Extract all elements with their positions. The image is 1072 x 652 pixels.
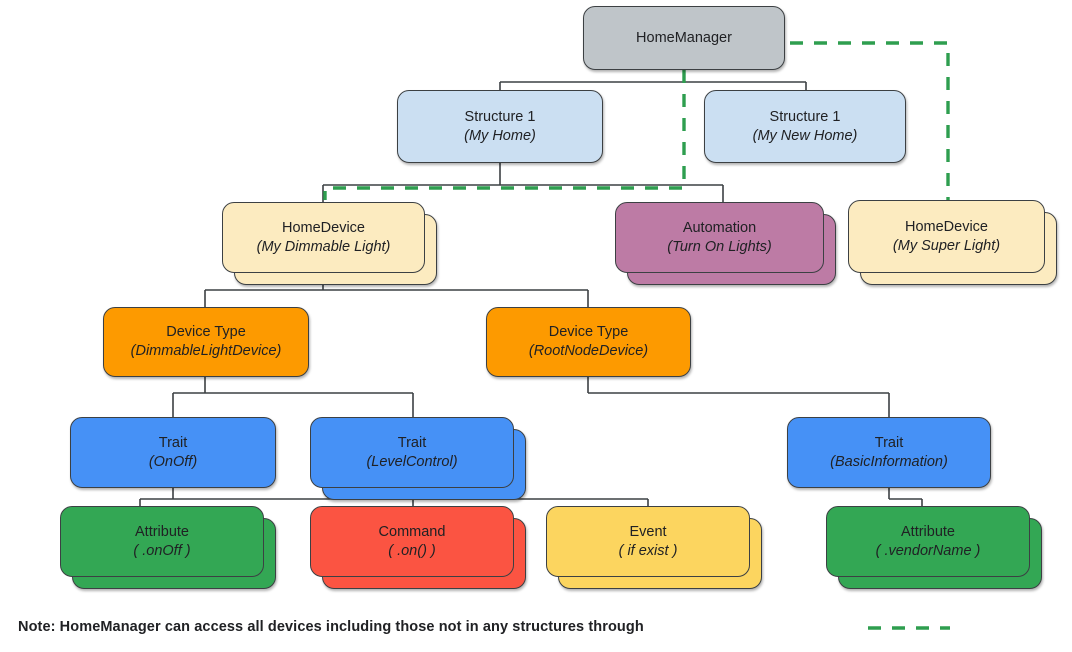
node-attribute-vendorname-line2: ( .vendorName ) [875, 542, 981, 559]
node-structure-my-new-home-line1: Structure 1 [769, 108, 841, 125]
node-home-manager-line1: HomeManager [636, 29, 732, 46]
node-event-if-exist-line1: Event [629, 523, 667, 540]
node-trait-basicinformation-line2: (BasicInformation) [830, 453, 948, 470]
node-attribute-onoff-line2: ( .onOff ) [133, 542, 191, 559]
node-device-type-dimmable-line2: (DimmableLightDevice) [130, 343, 282, 359]
node-structure-my-home-line1: Structure 1 [464, 108, 536, 125]
node-attribute-onoff[interactable]: Attribute ( .onOff ) [60, 506, 264, 577]
node-structure-my-home-line2: (My Home) [464, 127, 536, 144]
node-command-on-line1: Command [378, 523, 446, 540]
node-home-device-dimmable-line1: HomeDevice [282, 219, 365, 236]
node-attribute-vendorname[interactable]: Attribute ( .vendorName ) [826, 506, 1030, 577]
node-trait-levelcontrol[interactable]: Trait (LevelControl) [310, 417, 514, 488]
node-device-type-root-node-line1: Device Type [548, 324, 629, 341]
node-trait-basicinformation-line1: Trait [874, 434, 904, 451]
node-home-device-super-light-line2: (My Super Light) [892, 237, 1001, 254]
node-automation-turn-on-lights[interactable]: Automation (Turn On Lights) [615, 202, 824, 273]
node-automation-line2: (Turn On Lights) [667, 238, 772, 255]
node-structure-my-new-home[interactable]: Structure 1 (My New Home) [704, 90, 906, 163]
node-home-device-dimmable[interactable]: HomeDevice (My Dimmable Light) [222, 202, 425, 273]
node-trait-onoff-line2: (OnOff) [148, 453, 198, 470]
node-device-type-dimmable-light[interactable]: Device Type (DimmableLightDevice) [103, 307, 309, 377]
node-trait-onoff[interactable]: Trait (OnOff) [70, 417, 276, 488]
footer-note: Note: HomeManager can access all devices… [18, 619, 644, 635]
node-trait-levelcontrol-line2: (LevelControl) [366, 453, 458, 470]
node-home-manager[interactable]: HomeManager [583, 6, 785, 70]
node-trait-levelcontrol-line1: Trait [397, 434, 427, 451]
node-trait-basicinformation[interactable]: Trait (BasicInformation) [787, 417, 991, 488]
node-home-device-super-light-line1: HomeDevice [905, 218, 988, 235]
node-device-type-root-node[interactable]: Device Type (RootNodeDevice) [486, 307, 691, 377]
node-event-if-exist-line2: ( if exist ) [618, 542, 678, 559]
node-home-device-dimmable-line2: (My Dimmable Light) [256, 238, 391, 255]
node-device-type-dimmable-line1: Device Type [166, 324, 246, 341]
footer-legend-dash-icon [868, 626, 950, 630]
node-trait-onoff-line1: Trait [158, 434, 188, 451]
node-automation-line1: Automation [682, 219, 757, 236]
node-attribute-onoff-line1: Attribute [135, 523, 189, 540]
node-structure-my-home[interactable]: Structure 1 (My Home) [397, 90, 603, 163]
node-event-if-exist[interactable]: Event ( if exist ) [546, 506, 750, 577]
node-device-type-root-node-line2: (RootNodeDevice) [528, 343, 649, 359]
node-command-on[interactable]: Command ( .on() ) [310, 506, 514, 577]
node-structure-my-new-home-line2: (My New Home) [752, 127, 858, 144]
node-command-on-line2: ( .on() ) [388, 542, 436, 559]
node-home-device-super-light[interactable]: HomeDevice (My Super Light) [848, 200, 1045, 273]
node-attribute-vendorname-line1: Attribute [901, 523, 955, 540]
